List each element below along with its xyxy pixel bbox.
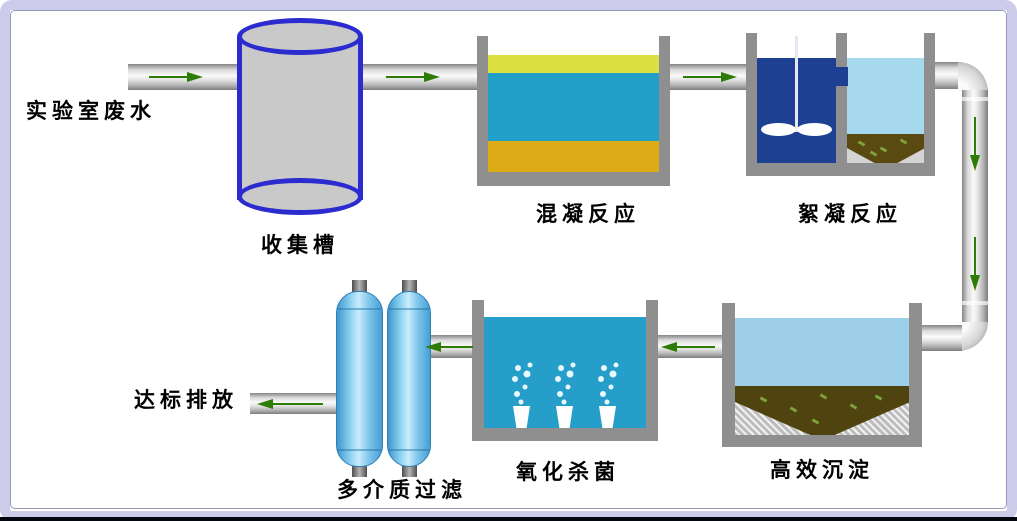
pipe-elbow-top-right	[958, 62, 988, 92]
filter-cap-seam	[338, 449, 381, 451]
pipe-flocculation-to-drop	[930, 62, 962, 89]
mixer-blade-left	[761, 123, 796, 136]
sedimentation-water	[734, 318, 911, 390]
pipe-elbow-bottom-right	[958, 322, 988, 351]
bubbles-icon	[555, 362, 576, 405]
sedimentation-wall-right	[909, 303, 922, 441]
flow-arrow-right-icon	[149, 72, 203, 82]
oxidation-wall-bottom	[472, 428, 658, 441]
label-coagulation: 混凝反应	[536, 201, 640, 226]
filter-column	[336, 291, 383, 467]
flow-arrow-left-icon	[425, 342, 473, 352]
filter-cap-seam	[338, 308, 381, 310]
mixer-shaft	[795, 36, 798, 132]
sedimentation-wall-left	[722, 303, 735, 441]
flocculation-wall-right	[924, 33, 935, 165]
collection-tank-top-ellipse	[237, 18, 363, 55]
filter-cap-seam	[389, 308, 429, 310]
flocculation-wall-bottom	[746, 163, 935, 176]
oxidation-wall-left	[472, 300, 484, 434]
label-collection-tank: 收集槽	[261, 232, 339, 257]
coagulation-sediment-layer	[487, 141, 660, 173]
flocculation-wall-middle	[836, 33, 847, 165]
bubbles-icon	[598, 362, 619, 405]
coagulation-water-layer	[487, 73, 660, 141]
flow-arrow-right-icon	[386, 72, 440, 82]
bubbles-icon	[512, 362, 533, 405]
diffuser-cup	[599, 406, 616, 428]
coagulation-wall-bottom	[477, 172, 670, 186]
flow-arrow-right-icon	[683, 72, 737, 82]
oxidation-wall-right	[646, 300, 658, 434]
bottom-border-line	[0, 517, 1017, 521]
filter-column	[387, 291, 431, 467]
flow-arrow-down-icon	[970, 237, 980, 291]
diffuser-cup	[556, 406, 573, 428]
coagulation-wall-left	[477, 36, 488, 186]
flow-arrow-down-icon	[970, 117, 980, 171]
coagulation-scum-layer	[487, 55, 660, 73]
label-sedimentation: 高效沉淀	[770, 457, 874, 482]
filter-cap-seam	[389, 449, 429, 451]
mixer-blade-right	[797, 123, 832, 136]
label-laboratory-wastewater: 实验室废水	[26, 98, 156, 123]
label-filtration: 多介质过滤	[337, 477, 467, 502]
flocculation-overflow-port	[828, 67, 848, 86]
diffuser-cup	[513, 406, 530, 428]
label-flocculation: 絮凝反应	[798, 201, 902, 226]
flow-arrow-left-icon	[257, 399, 323, 409]
label-oxidation: 氧化杀菌	[516, 459, 620, 484]
collection-tank-bottom-ellipse	[237, 178, 363, 215]
flow-arrow-left-icon	[661, 342, 715, 352]
flocculation-wall-left	[746, 33, 757, 165]
label-discharge: 达标排放	[134, 387, 238, 412]
coagulation-wall-right	[659, 36, 670, 186]
flocculation-clarified-chamber	[846, 58, 926, 134]
sedimentation-wall-bottom	[722, 435, 922, 447]
pipe-joint-ring	[962, 301, 988, 305]
collection-tank-body	[237, 36, 363, 200]
pipe-joint-ring	[962, 97, 988, 101]
